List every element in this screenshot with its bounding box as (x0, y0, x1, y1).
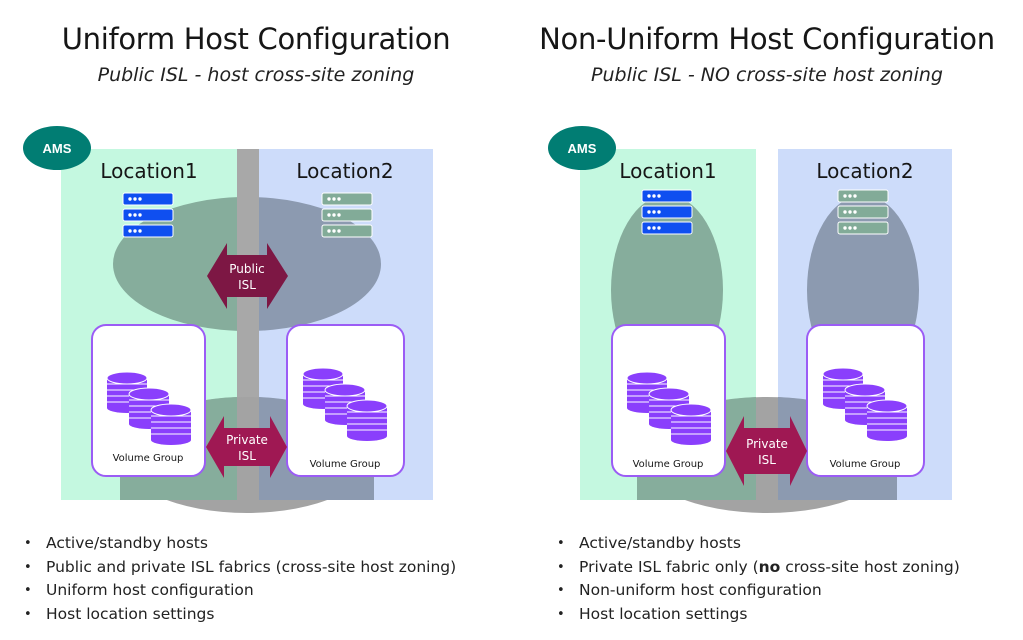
panel-subtitle: Public ISL - host cross-site zoning (97, 64, 415, 86)
feature-text-pre: Private ISL fabric only ( (579, 557, 759, 576)
standby-host-server-icon (837, 189, 889, 235)
feature-item: Private ISL fabric only (no cross-site h… (555, 556, 960, 580)
ams-badge: AMS (548, 126, 616, 170)
feature-list: Active/standby hosts Private ISL fabric … (555, 532, 960, 626)
feature-text-post: cross-site host zoning) (780, 557, 960, 576)
volume-group-right: Volume Group (806, 324, 925, 477)
database-stack-icon (822, 367, 908, 441)
volume-group-left: Volume Group (91, 324, 206, 477)
database-stack-icon (626, 371, 712, 445)
non-uniform-panel: Non-Uniform Host Configuration Public IS… (511, 0, 1023, 640)
feature-text-emphasis: no (758, 557, 781, 576)
location1-label: Location1 (100, 159, 197, 183)
location1-label: Location1 (619, 159, 716, 183)
active-host-server-icon (641, 189, 693, 235)
feature-item: Uniform host configuration (22, 579, 456, 603)
public-isl-label-line2: ISL (238, 278, 256, 292)
volume-group-label: Volume Group (633, 459, 704, 470)
private-isl-label-line2: ISL (238, 449, 256, 463)
feature-item: Active/standby hosts (22, 532, 456, 556)
panel-title: Uniform Host Configuration (61, 22, 451, 56)
database-stack-icon (302, 367, 388, 441)
standby-host-server-icon (321, 192, 373, 238)
private-isl-arrow: Private ISL (206, 416, 287, 478)
private-isl-label-line1: Private (226, 433, 268, 447)
public-isl-label-line1: Public (229, 262, 265, 276)
private-isl-arrow: Private ISL (726, 416, 807, 486)
active-host-server-icon (122, 192, 174, 238)
public-isl-arrow: Public ISL (207, 243, 288, 309)
non-uniform-diagram: AMS Location1 Location2 (548, 126, 952, 513)
location2-label: Location2 (816, 159, 913, 183)
feature-item: Public and private ISL fabrics (cross-si… (22, 556, 456, 580)
panel-subtitle: Public ISL - NO cross-site host zoning (591, 64, 943, 86)
uniform-diagram: AMS Location1 Location2 Public ISL (23, 126, 433, 513)
uniform-panel: Uniform Host Configuration Public ISL - … (0, 0, 512, 640)
feature-item: Active/standby hosts (555, 532, 960, 556)
ams-label: AMS (568, 141, 597, 156)
feature-item: Host location settings (22, 603, 456, 627)
volume-group-left: Volume Group (611, 324, 726, 477)
private-isl-label-line2: ISL (758, 453, 776, 467)
volume-group-label: Volume Group (310, 459, 381, 470)
feature-list: Active/standby hosts Public and private … (22, 532, 456, 626)
location2-label: Location2 (296, 159, 393, 183)
database-stack-icon (106, 371, 192, 445)
volume-group-label: Volume Group (830, 459, 901, 470)
volume-group-right: Volume Group (286, 324, 405, 477)
feature-item: Host location settings (555, 603, 960, 627)
panel-title: Non-Uniform Host Configuration (539, 22, 995, 56)
ams-label: AMS (43, 141, 72, 156)
feature-item: Non-uniform host configuration (555, 579, 960, 603)
ams-badge: AMS (23, 126, 91, 170)
private-isl-label-line1: Private (746, 437, 788, 451)
volume-group-label: Volume Group (113, 453, 184, 464)
